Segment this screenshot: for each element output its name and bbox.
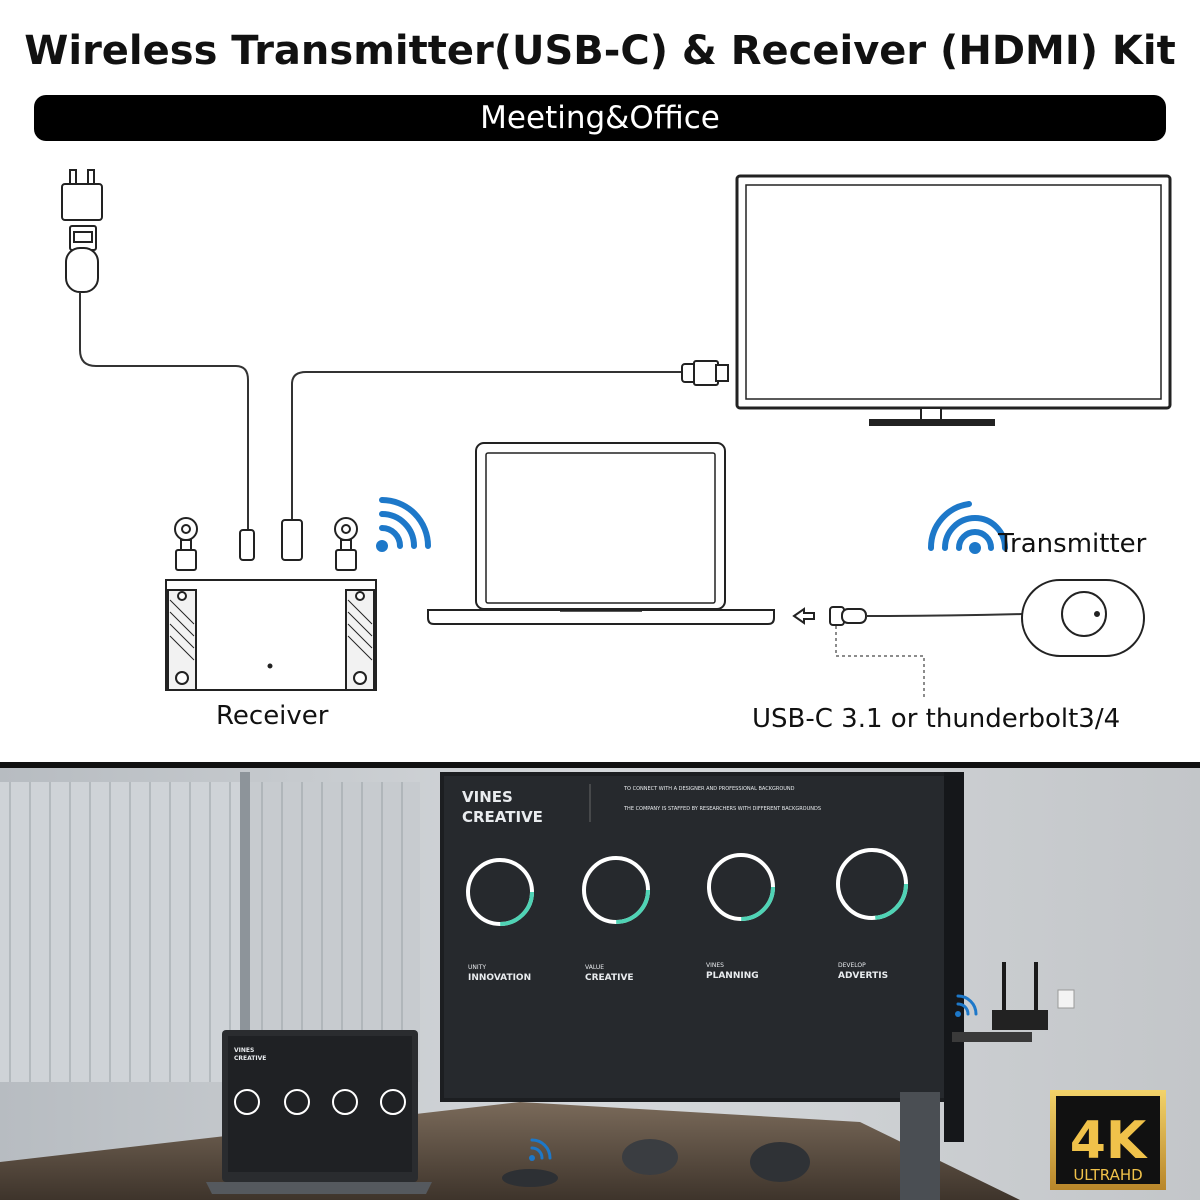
transmitter-puck-icon: [1021, 579, 1145, 657]
4k-ultrahd-badge: 4K ULTRAHD: [1050, 1090, 1166, 1190]
tv-tile: UNITY INNOVATION: [466, 858, 534, 983]
tile-tag: DEVELOP: [838, 962, 866, 969]
laptop-brand-line1: VINES: [234, 1047, 254, 1054]
usb-plug-icon: [65, 225, 99, 293]
tv-header-line2: THE COMPANY IS STAFFED BY RESEARCHERS WI…: [623, 806, 821, 812]
tile-name: PLANNING: [706, 971, 759, 981]
badge-4k-text: 4K: [1070, 1111, 1148, 1171]
connection-note: USB-C 3.1 or thunderbolt3/4: [752, 704, 1121, 734]
wifi-icon: [376, 497, 431, 552]
tile-name: CREATIVE: [585, 973, 634, 983]
tv-brand-line2: CREATIVE: [462, 808, 543, 826]
connection-diagram: [61, 169, 1172, 700]
tv-brand-line1: VINES: [462, 788, 513, 806]
tv-tile: DEVELOP ADVERTIS: [836, 848, 908, 981]
receiver-on-wall: [952, 962, 1075, 1042]
receiver-label: Receiver: [216, 701, 329, 731]
tile-tag: VALUE: [585, 964, 604, 971]
tv-tile: VALUE CREATIVE: [582, 856, 650, 983]
tv-tile: VINES PLANNING: [706, 853, 775, 981]
power-adapter-icon: [61, 169, 103, 221]
tile-name: ADVERTIS: [838, 971, 888, 981]
subtitle-banner: Meeting&Office: [34, 95, 1166, 141]
tile-tag: UNITY: [468, 964, 486, 971]
receiver-device-icon: [165, 517, 377, 691]
tv-header-line1: TO CONNECT WITH A DESIGNER AND PROFESSIO…: [623, 786, 795, 792]
tile-tag: VINES: [706, 962, 724, 969]
meeting-room-scene: VINES CREATIVE TO CONNECT WITH A DESIGNE…: [0, 762, 1200, 1200]
laptop-brand-line2: CREATIVE: [234, 1055, 266, 1062]
tv-icon: [735, 174, 1172, 426]
wifi-icon: [955, 994, 978, 1017]
tile-name: INNOVATION: [468, 973, 531, 983]
table-laptop: VINES CREATIVE: [206, 1030, 432, 1194]
page-title: Wireless Transmitter(USB-C) & Receiver (…: [24, 28, 1176, 74]
hdmi-plug-icon: [681, 360, 729, 386]
transmitter-label: Transmitter: [998, 529, 1147, 559]
arrow-left-icon: [792, 607, 815, 625]
laptop-icon: [427, 442, 775, 625]
badge-ultrahd-text: ULTRAHD: [1073, 1166, 1142, 1184]
scene-illustration: VINES CREATIVE TO CONNECT WITH A DESIGNE…: [0, 762, 1200, 1200]
usb-c-plug-icon: [829, 606, 867, 626]
wall-tv: VINES CREATIVE TO CONNECT WITH A DESIGNE…: [440, 772, 964, 1142]
wifi-icon: [529, 1138, 552, 1161]
wifi-icon: [927, 501, 1008, 554]
